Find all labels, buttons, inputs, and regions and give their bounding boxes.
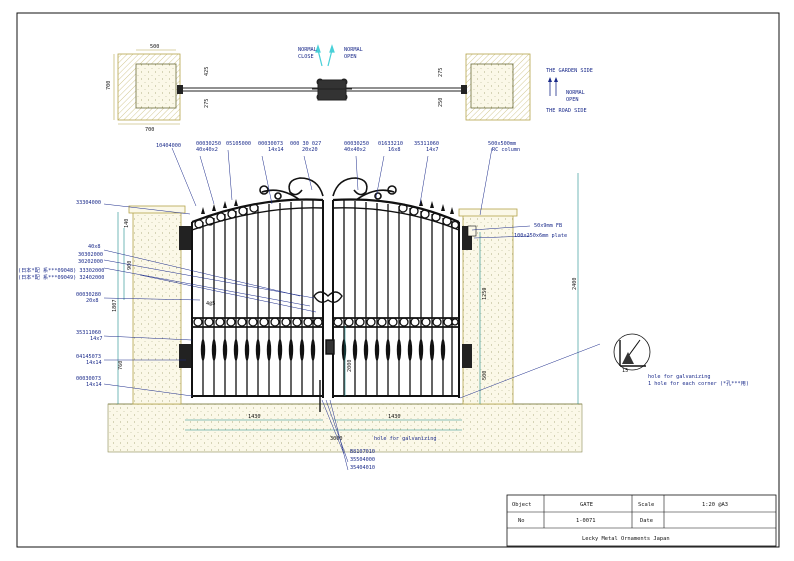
plan-pillar-width: 500 [150, 44, 159, 50]
dim-total-width: 3000 [330, 436, 343, 442]
title-object-label: Object [512, 502, 531, 508]
dimension-lines [117, 173, 579, 431]
part-label-30202000: 30202000 [78, 259, 103, 265]
plan-center-ornament [312, 78, 352, 101]
plan-base-width: 700 [145, 127, 154, 133]
garden-side-label: THE GARDEN SIDE [546, 68, 593, 74]
plan-right-lower-dim: 250 [438, 98, 444, 107]
leader-lines [103, 147, 601, 471]
plan-base-height: 700 [106, 81, 112, 90]
part-label-flat-bar: 50x9mm FB [534, 223, 562, 229]
dim-height-right-2: 500 [482, 371, 488, 380]
part-label-40x8: 40x8 [88, 244, 101, 250]
part-label-b8107010: B8107010 [350, 449, 375, 455]
open-close-arrows [315, 44, 335, 67]
dim-mid: 4@5 [206, 301, 215, 307]
legend-open-label: OPEN [566, 97, 579, 103]
galvanizing-note-1: hole for galvanizing [648, 374, 710, 380]
part-label-33304000: 33304000 [76, 200, 101, 206]
normal-close-label-1: NORMAL [298, 47, 317, 53]
dim-small-top: 140 [124, 219, 130, 228]
galvanizing-note-2: 1 hole for each corner (*孔***用) [648, 379, 749, 387]
plan-left-side-dim: 425 [204, 67, 210, 76]
title-scale-value: 1:20 @A3 [702, 502, 728, 508]
galvanizing-note-bottom: hole for galvanizing [374, 436, 436, 442]
normal-close-label-2: CLOSE [298, 54, 314, 60]
title-object-value: GATE [580, 502, 593, 508]
spear-finials [201, 199, 454, 214]
title-block: Object GATE Scale 1:20 @A3 No 1-0071 Dat… [506, 494, 777, 547]
part-label-30302000: 30302000 [78, 252, 103, 258]
plan-left-lower-dim: 275 [204, 99, 210, 108]
dim-height-left-1: 900 [127, 261, 133, 270]
dim-left-width: 1430 [248, 414, 261, 420]
part-label-plate: 100x250x6mm plate [514, 233, 567, 239]
dim-height-total: 2400 [572, 278, 578, 291]
center-lock [313, 291, 343, 412]
part-label-32402000: (日本*配 系***09049) 32402000 [18, 273, 104, 281]
galvanizing-detail: 15 [613, 333, 651, 374]
normal-open-label-2: OPEN [344, 54, 357, 60]
dim-height-left-2: 1807 [112, 300, 118, 313]
title-no-value: 1-0071 [576, 518, 595, 524]
gate-frame [191, 198, 460, 398]
road-side-label: THE ROAD SIDE [546, 108, 587, 114]
lower-leaf-ornaments [200, 339, 446, 361]
ring-row-top [194, 203, 460, 230]
title-scale-label: Scale [638, 502, 654, 508]
dim-height-left-3: 760 [118, 361, 124, 370]
part-label-10404000: 10404000 [156, 143, 181, 149]
title-date-label: Date [640, 518, 653, 524]
title-no-label: No [518, 518, 525, 524]
part-label-05105000: 05105000 [226, 141, 251, 147]
elevation-view: 1430 1430 3000 900 1807 760 1250 500 240… [18, 141, 749, 471]
dim-right-width: 1430 [388, 414, 401, 420]
ring-row-middle [193, 317, 459, 327]
title-company: Lecky Metal Ornaments Japan [582, 536, 670, 542]
gate-bars [202, 200, 453, 396]
part-label-35504000: 35504000 [350, 457, 375, 463]
plan-right-side-dim: 275 [438, 68, 444, 77]
dim-height-right-1: 1250 [482, 288, 488, 301]
normal-open-label-1: NORMAL [344, 47, 363, 53]
part-label-33302000: (日本*配 系***09048) 33302000 [18, 266, 104, 274]
plan-view: 500 700 700 425 275 275 250 NORMAL CLOSE… [106, 44, 593, 133]
dim-center: 2000 [347, 360, 353, 373]
sheet-border [16, 12, 780, 548]
part-label-35404010: 35404010 [350, 465, 375, 471]
legend-normal-label: NORMAL [566, 90, 585, 96]
detail-dimension: 15 [622, 368, 628, 374]
scroll-crest [259, 177, 397, 201]
